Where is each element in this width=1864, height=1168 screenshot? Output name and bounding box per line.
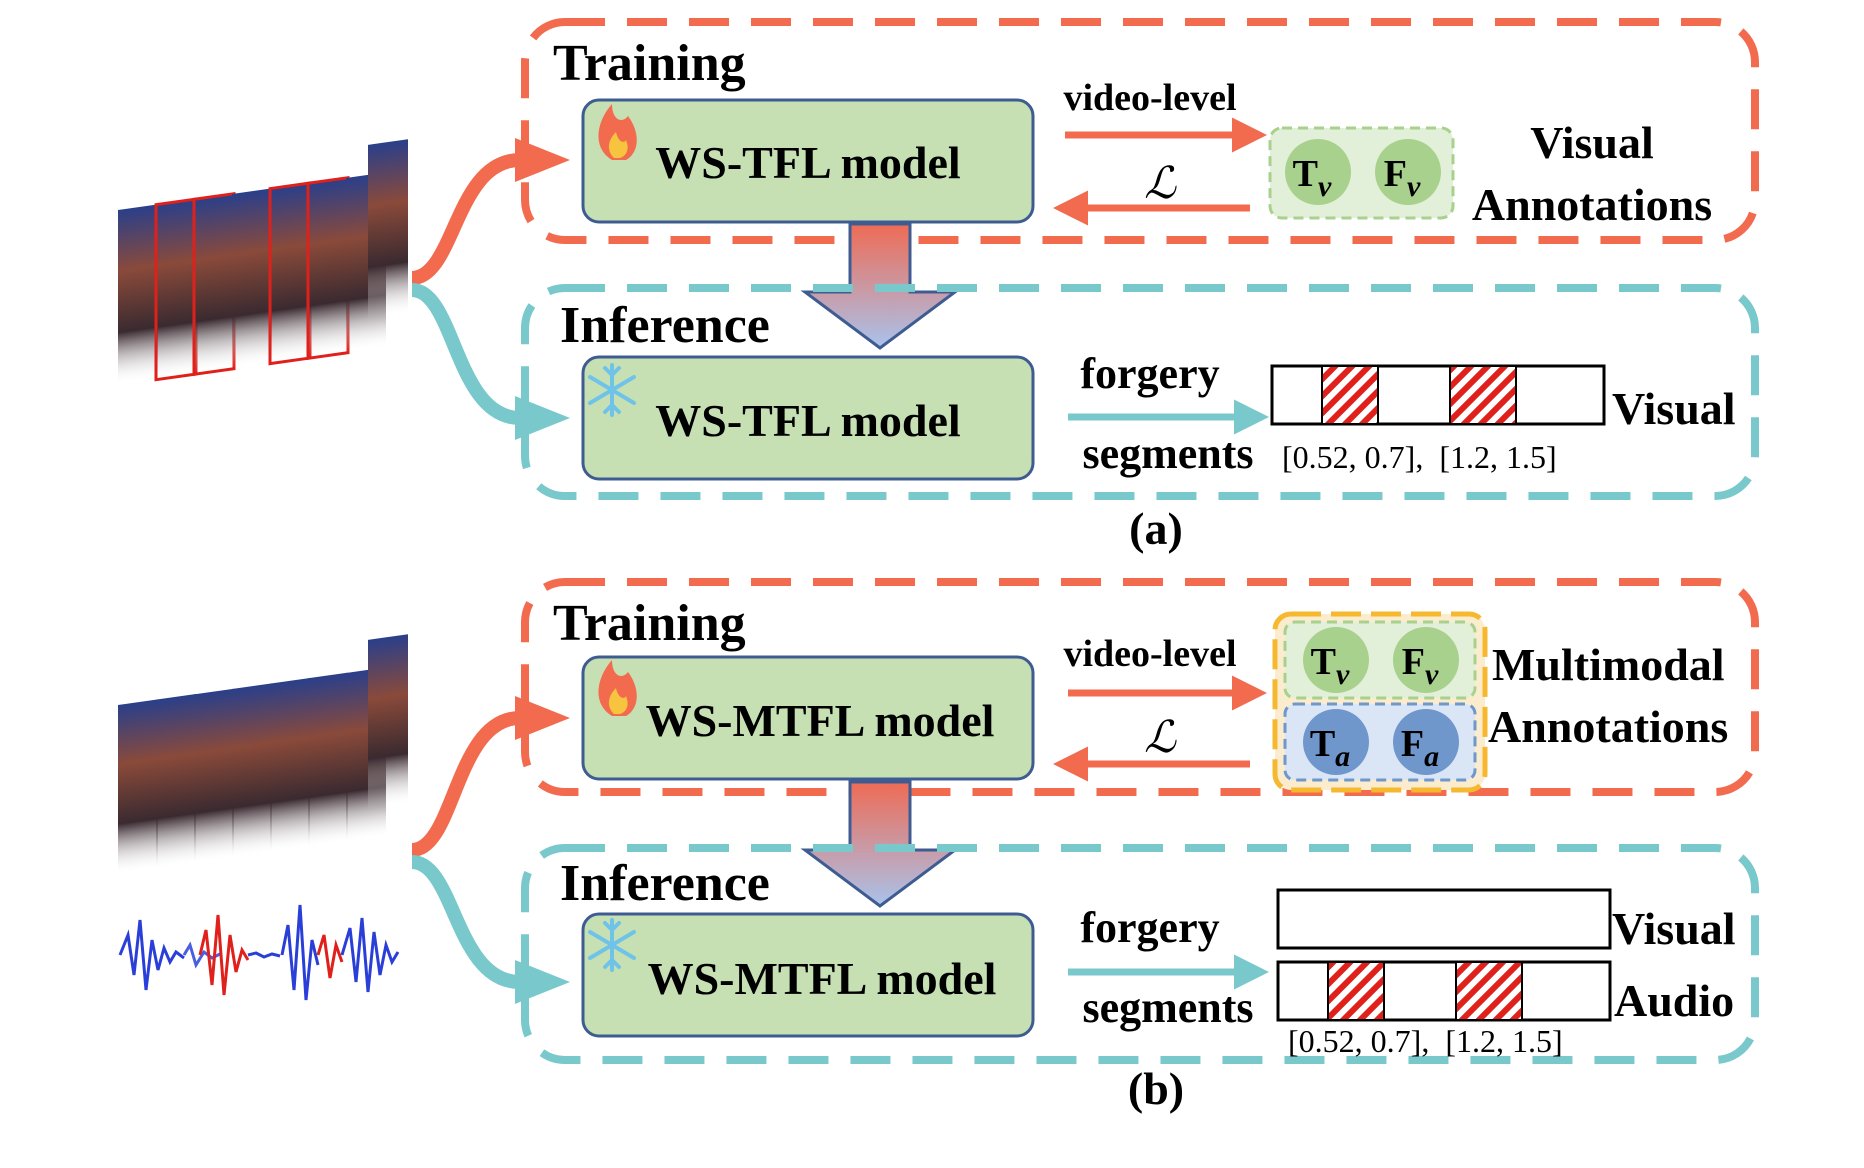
svg-text:Fv: Fv (1402, 641, 1439, 691)
token-tv-b: Tv (1303, 627, 1369, 693)
model-box-infer-a (581, 355, 1035, 481)
inference-region-a (521, 284, 1759, 500)
training-region-a (521, 18, 1759, 244)
video-frames-b (118, 634, 408, 875)
svg-text:Ta: Ta (1310, 723, 1350, 773)
model-label-infer-a: WS-TFL model (655, 395, 960, 446)
video-frames-a (118, 139, 408, 385)
segment-label-audio-b: Audio (1614, 975, 1734, 1026)
caption-a: (a) (1129, 503, 1183, 554)
model-label-infer-b: WS-MTFL model (648, 953, 997, 1004)
inference-title-b: Inference (560, 855, 770, 912)
model-box-infer-b (581, 912, 1035, 1038)
svg-text:Fv: Fv (1384, 153, 1421, 203)
token-tv-a: Tv (1285, 139, 1351, 205)
annotation-label-line1-b: Multimodal (1492, 639, 1725, 690)
segment-bar-visual-a (1270, 364, 1606, 426)
segments-label-b: segments (1082, 983, 1253, 1032)
video-level-label-b: video-level (1063, 633, 1236, 675)
audio-waveform (118, 904, 400, 1001)
inference-region-b (521, 844, 1759, 1064)
snowflake-icon (588, 363, 636, 417)
svg-text:Tv: Tv (1293, 153, 1332, 203)
annotation-label-line2-b: Annotations (1488, 701, 1728, 752)
train-connector-a (410, 153, 521, 285)
fire-icon (598, 660, 637, 716)
intervals-a: [0.52, 0.7], [1.2, 1.5] (1282, 439, 1557, 475)
segment-label-visual-a: Visual (1612, 383, 1736, 434)
annotation-label-line2-a: Annotations (1472, 179, 1712, 230)
caption-b: (b) (1128, 1063, 1184, 1114)
fire-icon (598, 104, 637, 160)
model-label-train-a: WS-TFL model (655, 137, 960, 188)
panel-a: Training WS-TFL model video-level ℒ Tv F… (118, 18, 1759, 554)
training-title-b: Training (553, 595, 746, 652)
segments-label-a: segments (1082, 429, 1253, 478)
segment-label-visual-b: Visual (1612, 903, 1736, 954)
train-connector-b (410, 711, 521, 857)
video-level-label-a: video-level (1063, 77, 1236, 119)
forgery-label-a: forgery (1080, 349, 1219, 398)
svg-text:Tv: Tv (1311, 641, 1350, 691)
model-box-train-b (581, 655, 1035, 781)
loss-symbol-b: ℒ (1144, 713, 1177, 762)
snowflake-icon (588, 918, 636, 972)
segment-bar-visual-b (1276, 888, 1612, 950)
svg-text:Fa: Fa (1401, 723, 1439, 773)
infer-connector-b (410, 855, 521, 989)
token-fa-b: Fa (1393, 709, 1459, 775)
model-label-train-b: WS-MTFL model (646, 695, 995, 746)
panel-b: Training WS-MTFL model video-level ℒ Tv … (118, 578, 1759, 1114)
token-fv-b: Fv (1393, 627, 1459, 693)
intervals-b: [0.52, 0.7], [1.2, 1.5] (1288, 1023, 1563, 1059)
loss-symbol-a: ℒ (1144, 159, 1177, 208)
segment-bar-audio-b (1276, 960, 1612, 1022)
infer-connector-a (410, 283, 521, 425)
training-region-b (521, 578, 1759, 796)
inference-title-a: Inference (560, 297, 770, 354)
annotation-label-line1-a: Visual (1530, 117, 1654, 168)
model-box-train-a (581, 98, 1035, 224)
token-ta-b: Ta (1303, 709, 1369, 775)
token-fv-a: Fv (1375, 139, 1441, 205)
training-title-a: Training (553, 35, 746, 92)
forgery-label-b: forgery (1080, 903, 1219, 952)
